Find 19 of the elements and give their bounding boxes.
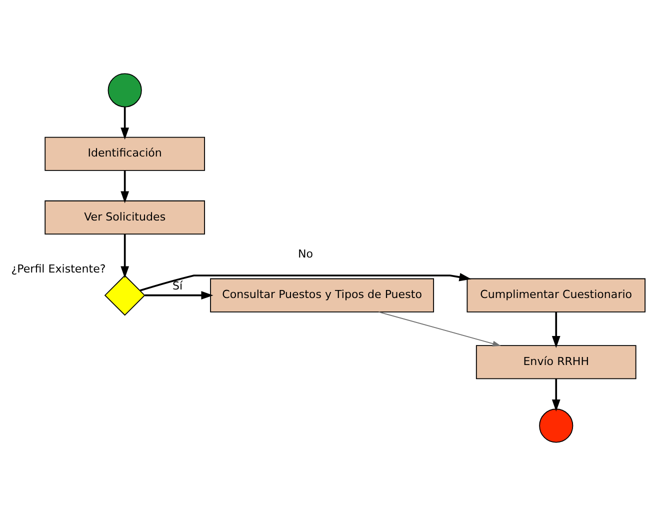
arrow	[378, 311, 501, 346]
arrow	[120, 106, 130, 140]
node-box: Envío RRHH	[476, 344, 636, 379]
node-box: Ver Solicitudes	[44, 200, 206, 234]
arrow	[552, 378, 560, 412]
node-diamond	[104, 274, 146, 316]
node-circle	[539, 408, 574, 442]
arrow	[140, 272, 472, 291]
arrow	[120, 170, 130, 203]
node-label: ¿Perfil Existente?	[11, 262, 106, 275]
node-box: Consultar Puestos y Tipos de Puesto	[210, 278, 434, 312]
node-box: Cumplimentar Cuestionario	[466, 278, 646, 312]
node-box: Identificación	[44, 136, 206, 170]
arrow	[120, 234, 130, 278]
node-circle	[108, 72, 142, 107]
arrow	[144, 290, 214, 300]
arrow	[552, 311, 560, 348]
edge-label: No	[298, 247, 313, 260]
edge-label: Sí	[172, 278, 183, 292]
